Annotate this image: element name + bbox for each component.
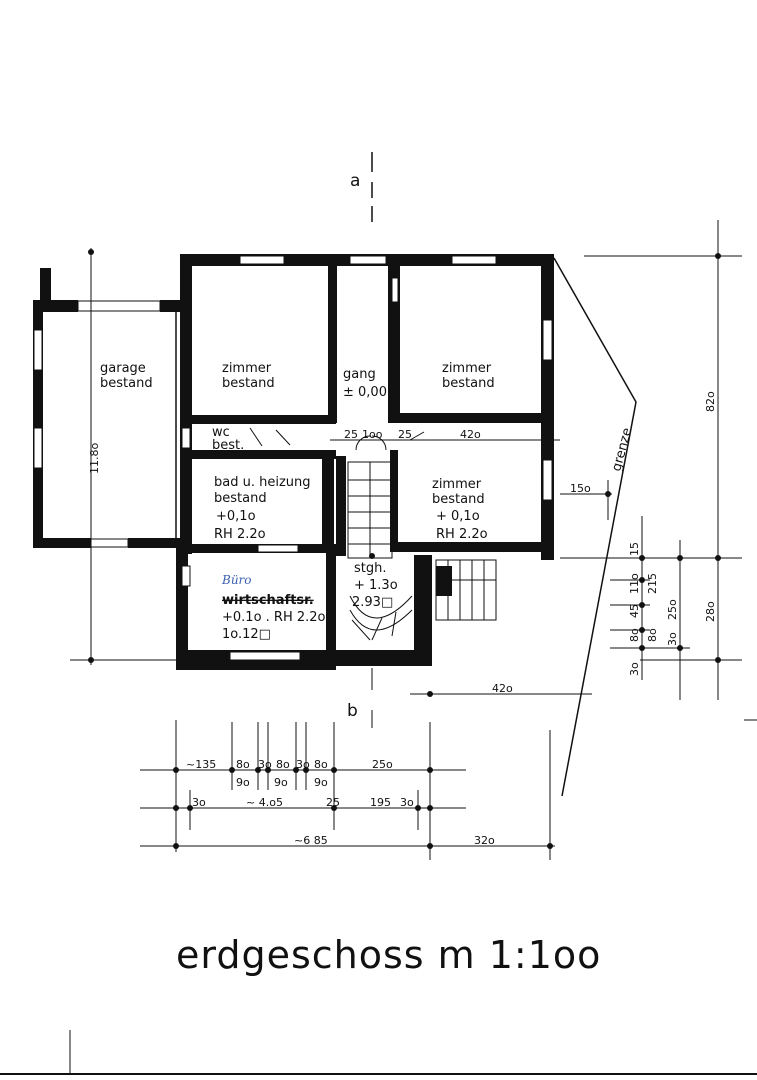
zimmer-tl-label-1: zimmer xyxy=(222,361,272,376)
dim-small-110: 11o xyxy=(628,573,641,594)
dim-row1-30a: 3o xyxy=(258,758,272,771)
bad-label-4: RH 2.2o xyxy=(214,527,266,542)
dim-garage-length: 11.8o xyxy=(88,443,101,474)
dimension-labels: 11.8o 25 1oo 25 42o 15o 82o 15 11o 45 8o… xyxy=(88,391,717,847)
stair-detail xyxy=(436,566,452,596)
garage-walls xyxy=(33,268,190,548)
gang-label-1: gang xyxy=(343,367,376,382)
dim-top-25b: 25 xyxy=(398,428,412,441)
dim-right-280: 28o xyxy=(704,601,717,622)
section-label-a: a xyxy=(350,171,360,191)
dim-row2-25: 25 xyxy=(326,796,340,809)
stgh-label-1: stgh. xyxy=(354,561,387,576)
dim-right-820: 82o xyxy=(704,391,717,412)
wirtschaft-label-3: 1o.12□ xyxy=(222,627,271,642)
dim-row3-320: 32o xyxy=(474,834,495,847)
wirtschaft-label-2: +0.1o . RH 2.2o xyxy=(222,610,326,625)
dim-row2-30b: 3o xyxy=(400,796,414,809)
dim-small-80: 8o xyxy=(628,628,641,642)
dim-row2-405: ~ 4.o5 xyxy=(246,796,283,809)
top-windows xyxy=(181,255,553,661)
room-labels: garage bestand zimmer bestand gang ± 0,0… xyxy=(100,361,495,642)
dim-row1-80a: 8o xyxy=(236,758,250,771)
zimmer-tr-label-1: zimmer xyxy=(442,361,492,376)
dim-small-30: 3o xyxy=(628,662,641,676)
dim-420: 42o xyxy=(492,682,513,695)
dim-row1-250: 25o xyxy=(372,758,393,771)
garage-label-1: garage xyxy=(100,361,146,376)
bad-label-1: bad u. heizung xyxy=(214,475,311,490)
dim-top-25a: 25 xyxy=(344,428,358,441)
dim-row1-135: ~135 xyxy=(186,758,216,771)
stgh-label-3: 2.93□ xyxy=(352,595,393,610)
dim-small-45: 45 xyxy=(628,604,641,618)
zimmer-br-label-1: zimmer xyxy=(432,477,482,492)
garage-windows xyxy=(33,300,161,548)
gang-label-2: ± 0,00 xyxy=(343,385,387,400)
wirtschaft-label-1: wirtschaftsr. xyxy=(222,593,314,608)
dim-right-250: 25o xyxy=(666,599,679,620)
stgh-label-2: + 1.3o xyxy=(354,578,398,593)
dim-top-420: 42o xyxy=(460,428,481,441)
zimmer-tr-label-2: bestand xyxy=(442,376,495,391)
dim-right-80: 8o xyxy=(646,628,659,642)
property-line xyxy=(553,257,637,797)
garage-label-2: bestand xyxy=(100,376,153,391)
bad-label-2: bestand xyxy=(214,491,267,506)
grenze-label: grenze xyxy=(609,426,635,473)
dim-row1-90b: 9o xyxy=(274,776,288,789)
dim-right-150: 15o xyxy=(570,482,591,495)
dim-row3-685: ~6 85 xyxy=(294,834,328,847)
dim-right-215: 215 xyxy=(646,573,659,594)
dim-right-30: 3o xyxy=(666,632,679,646)
dim-row1-30b: 3o xyxy=(296,758,310,771)
dim-row1-80c: 8o xyxy=(314,758,328,771)
dim-row1-90a: 9o xyxy=(236,776,250,789)
dim-row2-195: 195 xyxy=(370,796,391,809)
dim-top-100: 1oo xyxy=(362,428,383,441)
dim-small-15: 15 xyxy=(628,542,641,556)
zimmer-tl-label-2: bestand xyxy=(222,376,275,391)
bad-label-3: +0,1o xyxy=(216,509,256,524)
zimmer-br-label-3: + 0,1o xyxy=(436,509,480,524)
wc-label-1: wc xyxy=(212,425,230,440)
door-swings xyxy=(249,427,425,451)
dim-row1-80b: 8o xyxy=(276,758,290,771)
zimmer-br-label-2: bestand xyxy=(432,492,485,507)
dim-row2-30a: 3o xyxy=(192,796,206,809)
dimension-dots xyxy=(88,249,721,849)
plan-title: erdgeschoss m 1:1oo xyxy=(176,933,601,977)
zimmer-br-label-4: RH 2.2o xyxy=(436,527,488,542)
wc-label-2: best. xyxy=(212,438,244,453)
section-label-b: b xyxy=(347,701,358,721)
buero-handwritten: Büro xyxy=(221,573,252,587)
dim-row1-90c: 9o xyxy=(314,776,328,789)
